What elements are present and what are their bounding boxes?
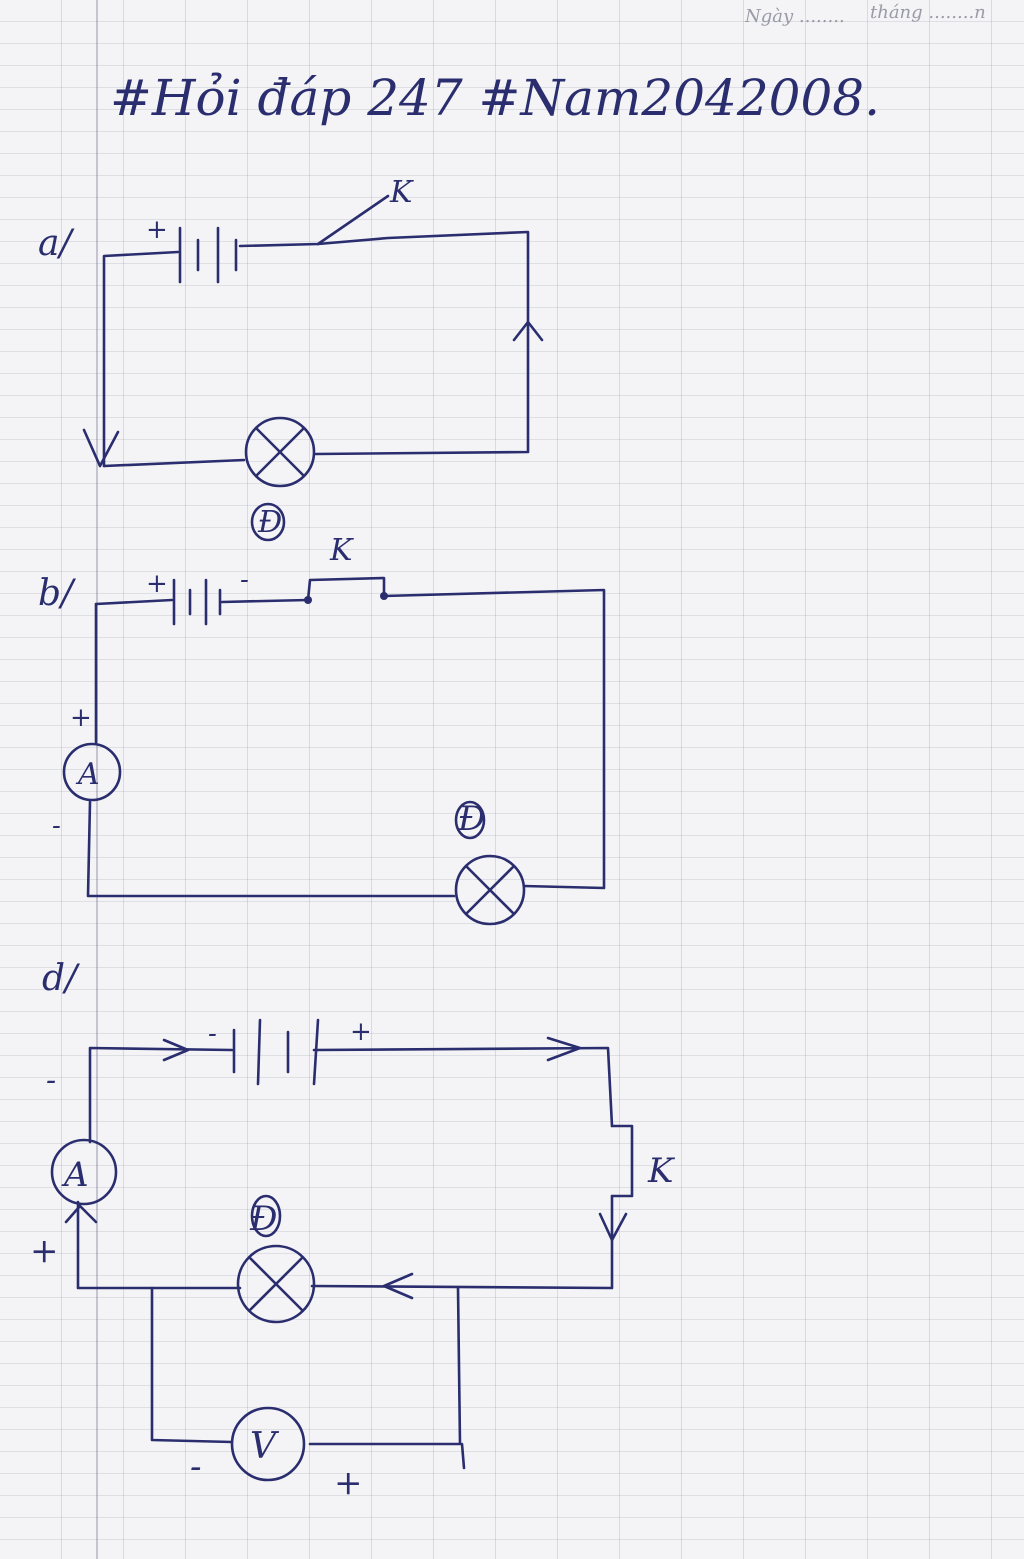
circuit-d-voltmeter-minus: -: [190, 1447, 202, 1487]
circuit-d-battery-plus: +: [350, 1017, 372, 1047]
circuit-b-battery: [172, 578, 222, 626]
circuit-b-switch-label: K: [329, 533, 354, 568]
circuit-a-lamp-label-circle: [250, 502, 286, 542]
circuit-d-top-left-wire: [88, 1046, 234, 1144]
circuit-d-voltmeter-plus: +: [334, 1463, 363, 1503]
circuit-d-ammeter-symbol: A: [61, 1155, 89, 1195]
circuit-d-arrow-down: [598, 1212, 628, 1242]
circuit-d-ammeter: A: [50, 1138, 118, 1206]
circuit-b-bottom-wire: [86, 800, 456, 898]
circuit-b-right-wire: [382, 588, 606, 890]
circuit-b-top-left-wire: [94, 598, 174, 606]
circuit-d-label: d/: [42, 958, 81, 999]
circuit-d-top-right-wire: [312, 1046, 614, 1128]
circuit-a: a/ + K Đ: [38, 175, 544, 542]
circuit-b-ammeter-symbol: A: [75, 757, 100, 792]
circuit-d-voltmeter-left-wire: [150, 1286, 234, 1444]
circuit-d-wire-tail: [460, 1442, 466, 1470]
circuit-a-label: a/: [38, 223, 75, 264]
circuit-d-battery: [232, 1018, 320, 1086]
circuit-b-switch: [304, 576, 388, 604]
page-title: #Hỏi đáp 247 #Nam2042008.: [110, 69, 880, 127]
circuit-b: b/ + - K + - Đ: [38, 533, 606, 926]
circuit-a-battery-plus: +: [146, 215, 168, 245]
circuit-d-ammeter-plus: +: [30, 1231, 59, 1271]
circuit-b-battery-plus: +: [146, 569, 168, 599]
circuit-d-arrow-left: [382, 1272, 414, 1300]
circuit-d-arrow-right-2: [546, 1036, 582, 1062]
circuit-b-battery-switch-wire: [220, 598, 310, 604]
circuit-d: d/ - + - + K Đ - +: [30, 958, 676, 1503]
margin-line: [96, 0, 98, 1559]
circuit-b-ammeter: A: [62, 742, 122, 802]
circuit-d-right-bottom-wire: [310, 1194, 614, 1290]
circuit-d-voltmeter-right-wire: [308, 1286, 462, 1446]
circuit-b-ammeter-minus: -: [52, 811, 61, 841]
circuit-a-battery: [178, 226, 238, 284]
circuit-d-ammeter-minus: -: [46, 1063, 56, 1098]
circuit-b-battery-minus: -: [240, 565, 249, 595]
circuit-d-voltmeter-symbol: V: [250, 1426, 280, 1467]
circuit-a-arrow-down: [82, 428, 120, 468]
circuit-d-lamp: [236, 1244, 316, 1324]
circuit-a-left-wire: [102, 250, 180, 468]
circuit-d-switch-label: K: [647, 1151, 676, 1191]
circuit-b-lamp-label-circle: [454, 800, 486, 840]
circuit-a-switch-label: K: [389, 175, 414, 210]
circuit-d-switch: [610, 1124, 634, 1198]
circuit-d-battery-minus: -: [208, 1019, 217, 1049]
header-day: Ngày ........: [744, 6, 845, 27]
circuit-b-ammeter-plus: +: [70, 703, 92, 733]
circuit-d-voltmeter: V: [230, 1406, 306, 1482]
circuit-d-lamp-label-circle: [250, 1194, 282, 1238]
circuit-a-right-wire: [238, 230, 530, 456]
circuit-a-arrow-up: [512, 320, 544, 342]
circuit-d-arrow-right-1: [162, 1038, 190, 1062]
circuit-a-switch: [316, 194, 390, 246]
circuit-b-lamp: [454, 854, 526, 926]
header-month: tháng ........n: [870, 2, 986, 23]
circuit-d-left-bottom-wire: [76, 1200, 242, 1290]
circuit-a-lamp-label: Đ: [257, 505, 282, 540]
circuit-d-arrow-up: [64, 1204, 98, 1224]
circuit-a-bottom-wire: [102, 458, 246, 468]
circuit-b-label: b/: [38, 573, 77, 614]
circuit-a-lamp: [244, 416, 316, 488]
